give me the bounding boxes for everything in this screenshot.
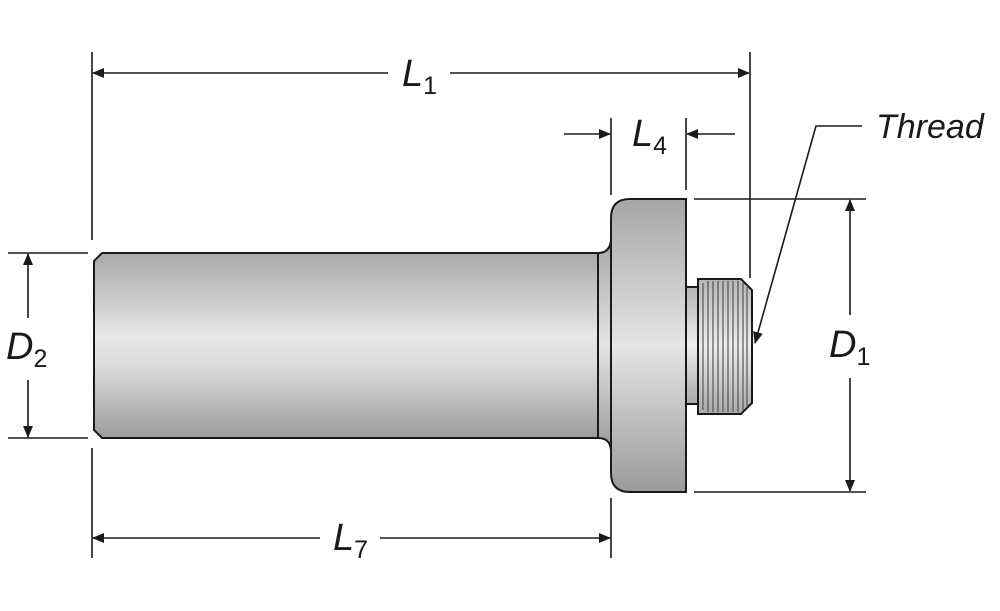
label-d1: D1 — [829, 324, 870, 371]
dimension-labels: L1 L4 L7 D2 D1 Thread — [6, 53, 985, 564]
label-thread: Thread — [876, 108, 985, 146]
thread-undercut — [685, 286, 699, 405]
label-l7: L7 — [333, 517, 368, 564]
label-l1: L1 — [402, 53, 437, 100]
shaft-neck — [597, 239, 612, 451]
extension-lines — [8, 52, 866, 558]
bushing-part — [93, 198, 753, 493]
thread-body — [697, 278, 753, 415]
shaft-body — [93, 252, 605, 439]
label-l4: L4 — [632, 113, 667, 160]
dimension-lines — [23, 68, 862, 543]
thread-leader-line — [753, 125, 862, 344]
thread-ridges — [702, 281, 748, 412]
label-d2: D2 — [6, 326, 47, 373]
flange-head — [610, 198, 687, 493]
